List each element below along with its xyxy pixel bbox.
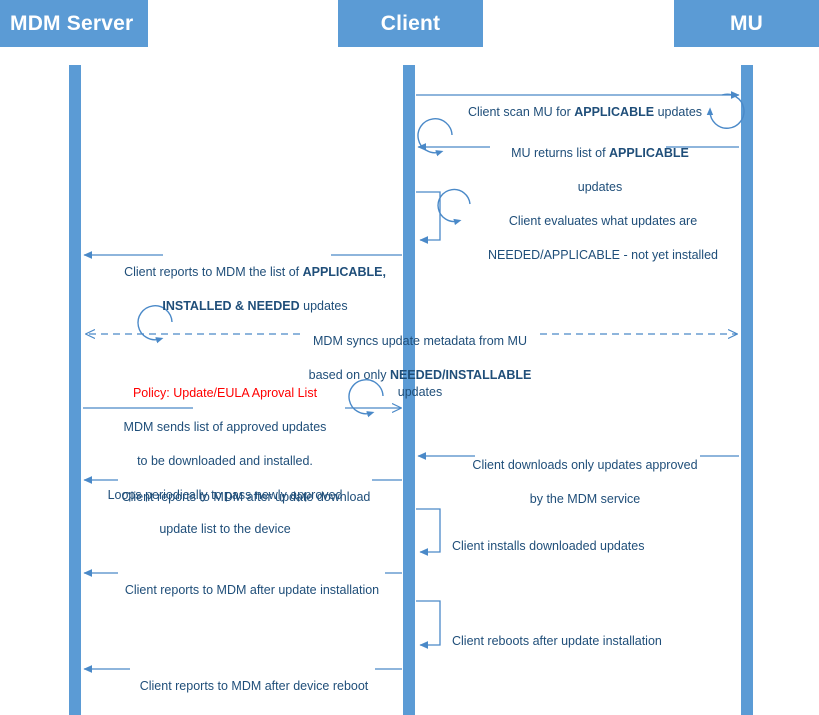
m6-policy-title: Policy: Update/EULA Aproval List xyxy=(132,386,318,400)
actor-label-client: Client xyxy=(380,11,441,35)
m7-text-line1: Client downloads only updates approved xyxy=(472,458,698,472)
m3-text-line1: Client evaluates what updates are xyxy=(508,214,698,228)
m5-text-post: updates xyxy=(397,385,443,399)
m6-text-line4: update list to the device xyxy=(159,522,291,536)
m5-text-line1: MDM syncs update metadata from MU xyxy=(313,334,527,348)
m4-text-bold2: INSTALLED & NEEDED xyxy=(162,299,300,313)
m3-text-line2: NEEDED/APPLICABLE - not yet installed xyxy=(488,248,718,262)
message-label-m2: MU returns list of APPLICABLE updates xyxy=(485,128,715,196)
message-label-m6: Policy: Update/EULA Aproval List MDM sen… xyxy=(90,368,360,538)
m12-text-line1: Client reports to MDM after device reboo… xyxy=(139,679,369,693)
m6-text-line2: to be downloaded and installed. xyxy=(137,454,313,468)
message-arrow-m11-client-reboots-self xyxy=(416,600,441,649)
message-label-m7: Client downloads only updates approved b… xyxy=(465,440,705,508)
actor-label-mdm-server: MDM Server xyxy=(10,11,134,35)
message-label-m8: Client reports to MDM after update downl… xyxy=(118,472,374,506)
message-label-m3: Client evaluates what updates are NEEDED… xyxy=(478,196,728,264)
message-label-m5: MDM syncs update metadata from MU based … xyxy=(295,316,545,401)
m4-text-bold1: APPLICABLE, xyxy=(302,265,386,279)
m4-text-post: updates xyxy=(299,299,348,313)
m1-text-post: updates xyxy=(654,105,703,119)
m6-text-line1: MDM sends list of approved updates xyxy=(123,420,327,434)
message-label-m9: Client installs downloaded updates xyxy=(452,521,667,555)
message-label-m11: Client reboots after update installation xyxy=(452,616,682,650)
m10-text-line1: Client reports to MDM after update insta… xyxy=(124,583,380,597)
lifeline-mu xyxy=(741,65,753,715)
actor-header-mu[interactable]: MU xyxy=(674,0,819,47)
m1-text-pre: Client scan MU for xyxy=(467,105,575,119)
m9-text-line1: Client installs downloaded updates xyxy=(452,539,645,553)
m4-text-pre: Client reports to MDM the list of xyxy=(124,265,303,279)
message-label-m1: Client scan MU for APPLICABLE updates xyxy=(455,87,715,121)
lifeline-mdm-server xyxy=(69,65,81,715)
m2-text-bold: APPLICABLE xyxy=(609,146,689,160)
message-arrow-m9-client-installs-self xyxy=(416,508,441,556)
m2-text-pre: MU returns list of xyxy=(511,146,610,160)
m6-text-line3: Loops periodically to pass newly approve… xyxy=(107,488,343,502)
m2-text-line2: updates xyxy=(577,180,623,194)
actor-header-mdm-server[interactable]: MDM Server xyxy=(0,0,148,47)
message-label-m10: Client reports to MDM after update insta… xyxy=(118,565,386,599)
m8-text-line1: Client reports to MDM after update downl… xyxy=(121,490,371,504)
actor-label-mu: MU xyxy=(729,11,764,35)
message-label-m12: Client reports to MDM after device reboo… xyxy=(130,661,378,695)
actor-header-client[interactable]: Client xyxy=(338,0,483,47)
m5-text-pre: based on only xyxy=(308,368,390,382)
message-arrow-m3-client-evaluates-self xyxy=(416,188,471,244)
m7-text-line2: by the MDM service xyxy=(529,492,641,506)
message-label-m4: Client reports to MDM the list of APPLIC… xyxy=(110,247,400,315)
m1-text-bold: APPLICABLE xyxy=(574,105,655,119)
m11-text-line1: Client reboots after update installation xyxy=(452,634,662,648)
m5-text-bold: NEEDED/INSTALLABLE xyxy=(389,368,532,382)
